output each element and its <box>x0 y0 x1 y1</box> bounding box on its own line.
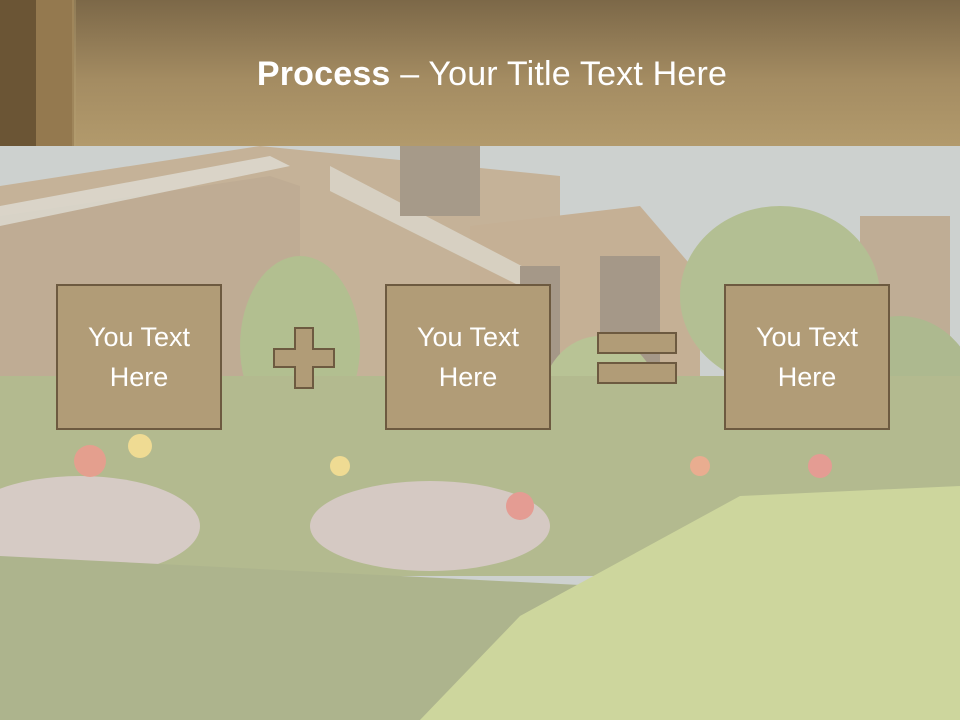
plus-icon <box>273 327 335 389</box>
process-box-3-text: You Text Here <box>755 322 859 392</box>
process-box-2[interactable]: You Text Here <box>385 284 551 430</box>
slide-title[interactable]: Process – Your Title Text Here <box>0 52 960 96</box>
equals-icon <box>597 332 677 384</box>
process-box-2-text: You Text Here <box>416 322 520 392</box>
process-box-1[interactable]: You Text Here <box>56 284 222 430</box>
title-bold: Process <box>256 55 391 93</box>
header-accent-dark <box>0 0 36 146</box>
slide-header: Process – Your Title Text Here <box>0 0 960 146</box>
process-box-3[interactable]: You Text Here <box>724 284 890 430</box>
header-accent-edge <box>72 0 76 146</box>
header-accent-mid <box>36 0 74 146</box>
background-veil <box>0 146 960 720</box>
process-box-1-text: You Text Here <box>87 322 191 392</box>
title-rest: – Your Title Text Here <box>390 55 728 93</box>
background-photo <box>0 146 960 720</box>
